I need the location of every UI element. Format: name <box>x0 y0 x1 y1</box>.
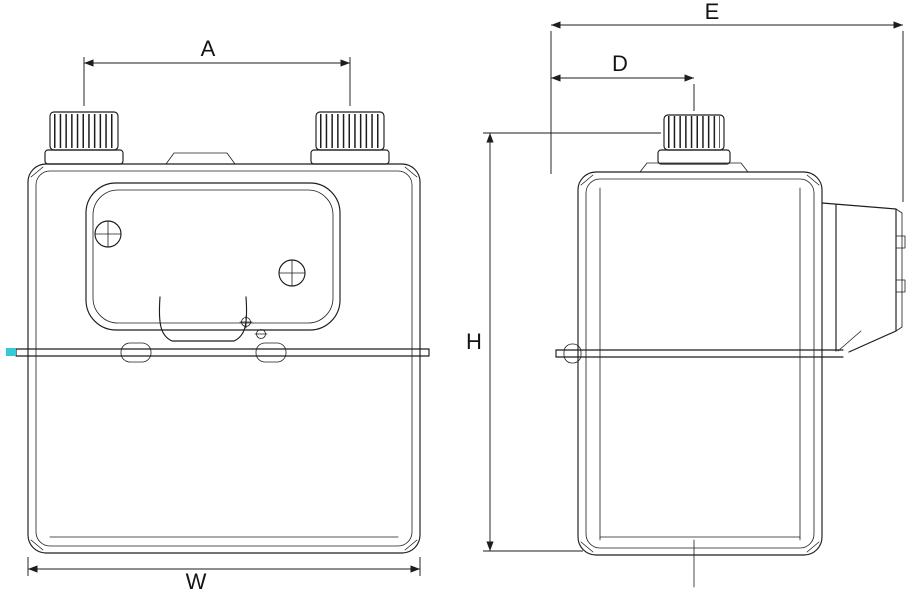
index-window <box>85 182 341 331</box>
dim-label-w: W <box>186 569 207 594</box>
dimension-a: A <box>83 36 351 106</box>
meter-body-side <box>577 171 823 556</box>
dim-label-d: D <box>612 51 628 76</box>
dim-label-a: A <box>201 36 216 61</box>
mounting-band-side <box>555 343 844 364</box>
window-screw-right <box>278 259 306 287</box>
pipe-connection-left <box>44 111 124 165</box>
meter-body-front <box>27 152 421 554</box>
dim-label-e: E <box>705 0 720 24</box>
dimension-e: E <box>550 0 904 202</box>
front-view: A <box>6 36 430 594</box>
dimension-d: D <box>551 51 695 111</box>
pipe-connection-side <box>639 114 749 173</box>
mounting-band-front <box>6 342 430 363</box>
dimension-w: W <box>27 557 421 594</box>
index-latch <box>158 296 268 342</box>
mounting-bracket <box>821 202 906 353</box>
dim-label-h: H <box>466 329 482 354</box>
seal-accent-mark <box>6 348 16 356</box>
side-view: E D H <box>466 0 906 588</box>
dimension-h: H <box>466 132 661 552</box>
pipe-connection-right <box>310 111 390 165</box>
window-screw-left <box>94 220 122 248</box>
